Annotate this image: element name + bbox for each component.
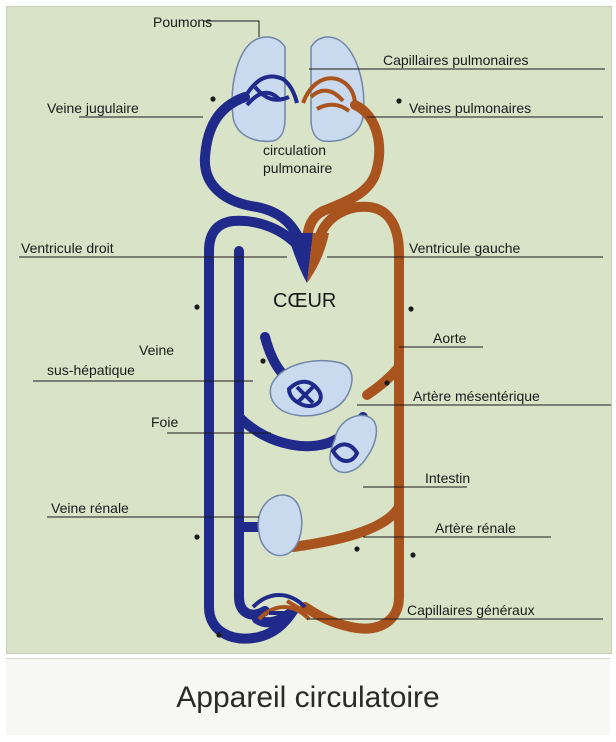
label-veine-jugulaire: Veine jugulaire xyxy=(47,100,139,116)
flow-dot xyxy=(396,98,401,103)
label-poumons: Poumons xyxy=(153,14,212,30)
flow-dot xyxy=(408,306,413,311)
label-intestin: Intestin xyxy=(425,470,470,486)
flow-dot xyxy=(216,632,221,637)
label-artere-renale: Artère rénale xyxy=(435,520,516,536)
label-foie: Foie xyxy=(151,414,178,430)
label-coeur: CŒUR xyxy=(273,290,336,312)
flow-dot xyxy=(210,96,215,101)
caption-box: Appareil circulatoire xyxy=(6,658,610,735)
label-capillaires-pulmonaires: Capillaires pulmonaires xyxy=(383,52,529,68)
label-capillaires-generaux: Capillaires généraux xyxy=(407,602,535,618)
figure-caption: Appareil circulatoire xyxy=(6,681,610,715)
diagram-panel: Poumons Capillaires pulmonaires Veine ju… xyxy=(6,6,612,654)
label-veine-sus-hepatique-1: Veine xyxy=(139,342,174,358)
flow-dot xyxy=(354,546,359,551)
label-ventricule-gauche: Ventricule gauche xyxy=(409,240,521,256)
label-circulation-pulmonaire-1: circulation xyxy=(263,142,326,158)
label-ventricule-droit: Ventricule droit xyxy=(21,240,114,256)
flow-dot xyxy=(410,552,415,557)
label-veines-pulmonaires: Veines pulmonaires xyxy=(409,100,531,116)
circulatory-diagram: Poumons Capillaires pulmonaires Veine ju… xyxy=(7,7,611,653)
label-aorte: Aorte xyxy=(433,330,467,346)
kidney xyxy=(258,495,302,556)
label-veine-renale: Veine rénale xyxy=(51,500,129,516)
label-artere-mesenterique: Artère mésentérique xyxy=(413,388,540,404)
flow-dot xyxy=(260,358,265,363)
label-circulation-pulmonaire-2: pulmonaire xyxy=(263,160,332,176)
flow-dot xyxy=(194,304,199,309)
flow-dot xyxy=(194,534,199,539)
flow-dot xyxy=(384,380,389,385)
label-veine-sus-hepatique-2: sus-hépatique xyxy=(47,362,135,378)
